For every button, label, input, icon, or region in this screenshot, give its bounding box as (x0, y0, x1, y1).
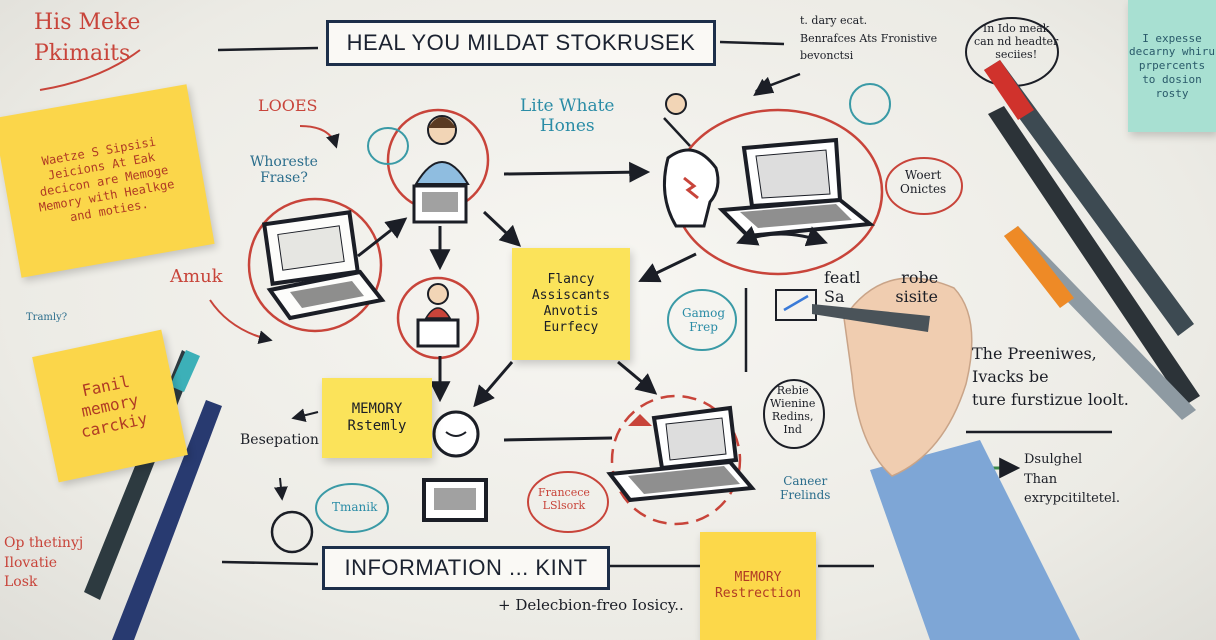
arrow-center-down-left (473, 361, 514, 408)
hand-with-pen (812, 277, 1080, 640)
label-gamog: Gamog Frep (682, 306, 726, 334)
label-the-previous: The Preeniwes, Ivacks be ture furstizue … (972, 344, 1129, 410)
marker-navy-pen (112, 400, 222, 640)
sticky-note-center: Flancy Assiscants Anvotis Eurfecy (512, 248, 630, 360)
marker-black-pen (988, 106, 1200, 406)
person-top-icon (412, 115, 470, 224)
sticky-note-top-right: I expesse decarny whiru prpercents to do… (1128, 0, 1216, 132)
sticky-note-left-top-text: Waetze S Sipsisi Jeicions At Eak decicon… (37, 134, 176, 224)
top-title: HEAL YOU MILDAT STOKRUSEK (326, 20, 716, 66)
sticky-note-left-mid-text: Fanil memory carckiy (79, 371, 150, 442)
label-amuk: Amuk (170, 266, 223, 287)
sticky-note-center-text: Flancy Assiscants Anvotis Eurfecy (531, 271, 611, 336)
label-tmanik: Tmanik (332, 500, 378, 514)
bubble-francece (527, 471, 609, 533)
box-checkbox (775, 289, 817, 321)
sticky-note-memory-bottom-text: MEMORY Restrection (714, 569, 802, 601)
corner-bottom-left-text: Op thetinyj Ilovatie Losk (4, 535, 84, 591)
label-top-right-text: t. dary ecat. Benrafces Ats Fronistive b… (800, 14, 938, 63)
ring-laptop-bottom (610, 394, 742, 526)
title-rule-right (719, 40, 785, 46)
sticky-note-memory-bottom: MEMORY Restrection (700, 532, 816, 640)
label-lite-whate: Lite Whate Hones (520, 96, 615, 136)
marker-orange-pen (1004, 226, 1196, 420)
bubble-tmanik (315, 483, 389, 533)
laptop-right-icon (717, 137, 876, 247)
laptop-bottom-icon (606, 405, 756, 503)
sticky-note-memory-left-text: MEMORY Rstemly (347, 400, 407, 435)
sticky-note-memory-left: MEMORY Rstemly (322, 378, 432, 458)
title-rule-left (217, 46, 319, 52)
corner-top-left-text: His Meke Pkimaits (34, 10, 141, 66)
label-besepation: Besepation (240, 432, 319, 448)
arrow-right-in (638, 252, 697, 283)
label-onictes: Woert Onictes (900, 168, 947, 196)
arrow-left-up (357, 217, 408, 258)
label-tramly: Tramly? (26, 312, 68, 323)
circle-face (849, 83, 891, 125)
sticky-note-left-top: Waetze S Sipsisi Jeicions At Eak decicon… (0, 84, 215, 278)
arrow-to-center (482, 210, 522, 247)
sticky-note-left-mid: Fanil memory carckiy (32, 329, 188, 483)
ring-laptop-left (247, 197, 383, 333)
bubble-onictes (885, 157, 963, 215)
circle-bottom-left (270, 510, 314, 554)
marker-red-pen (984, 60, 1194, 336)
laptop-left-icon (261, 210, 386, 321)
bottom-caption: + Delecbion-freo Iosicy.. (498, 596, 684, 614)
bottom-rule-left (221, 560, 319, 566)
label-rebie: Rebie Wienine Redins, Ind (770, 384, 816, 436)
person-mid-icon (416, 283, 460, 348)
figure-bottom-icon (422, 410, 488, 522)
swirl-loves (299, 125, 340, 149)
label-dsulghel: Dsulghel Than exrypcitiltetel. (1024, 452, 1121, 506)
sticky-note-top-right-text: I expesse decarny whiru prpercents to do… (1128, 31, 1216, 100)
arrow-center-down-right (617, 360, 658, 395)
arrow-top-right (503, 161, 651, 183)
link-bottom (503, 436, 613, 442)
head-profile-icon (662, 93, 720, 228)
arrow-top-note (754, 72, 801, 94)
label-loves: LOOES (258, 96, 318, 115)
bubble-rebie (763, 379, 825, 449)
swirl-top-left (39, 49, 141, 91)
top-title-text: HEAL YOU MILDAT STOKRUSEK (346, 30, 696, 55)
arrow-note-left (291, 408, 319, 423)
bottom-title-text: INFORMATION ... KINT (344, 555, 588, 580)
label-feath: featl robe Sa sisite (824, 268, 939, 306)
arrow-down-small (273, 477, 288, 501)
ring-person-mid (396, 276, 480, 360)
bottom-title: INFORMATION ... KINT (322, 546, 610, 590)
swirl-amuk (209, 299, 273, 345)
label-francece: Francece LSlsork (538, 486, 590, 512)
label-bubble-top-right: In Ido meak can nd headter seciies! (974, 22, 1059, 61)
label-caneer: Caneer Frelinds (780, 474, 831, 502)
bubble-gamog (667, 289, 737, 351)
label-whoreste: Whoreste Frase? (250, 154, 318, 186)
bubble-teal-small (367, 127, 409, 165)
